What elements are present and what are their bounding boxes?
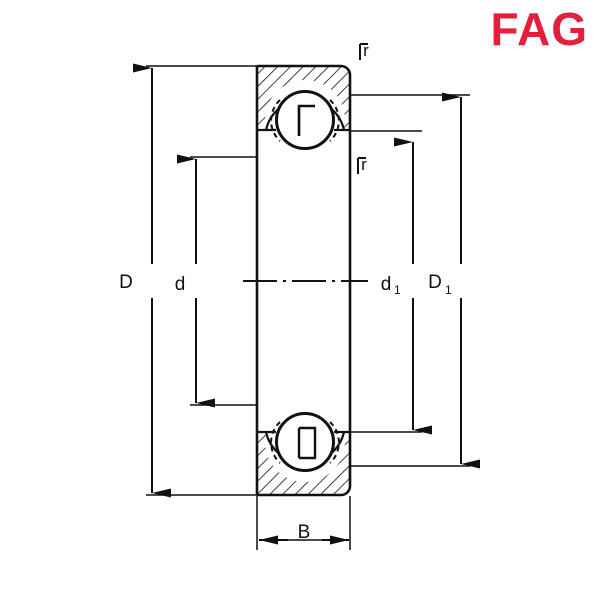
- dim-label-d1-subscript: 1: [394, 283, 401, 297]
- dimension-arrows: [133, 63, 480, 545]
- dim-label-D1: D: [428, 272, 442, 293]
- dim-label-r-middle: r: [361, 155, 367, 174]
- dim-label-r-top: r: [363, 41, 369, 60]
- ball-bottom: [270, 412, 340, 472]
- dim-label-d: d: [175, 274, 186, 295]
- fag-logo: FAG: [490, 3, 588, 55]
- dim-label-D: D: [119, 272, 133, 293]
- bearing-body: [243, 64, 368, 497]
- dimension-labels: D d d 1 D 1 B r r: [119, 41, 452, 543]
- dim-label-d1: d: [381, 274, 392, 295]
- dim-label-B: B: [298, 522, 311, 543]
- ball-top: [270, 90, 340, 150]
- radius-leaders: [357, 43, 368, 174]
- dim-label-D1-subscript: 1: [445, 283, 452, 297]
